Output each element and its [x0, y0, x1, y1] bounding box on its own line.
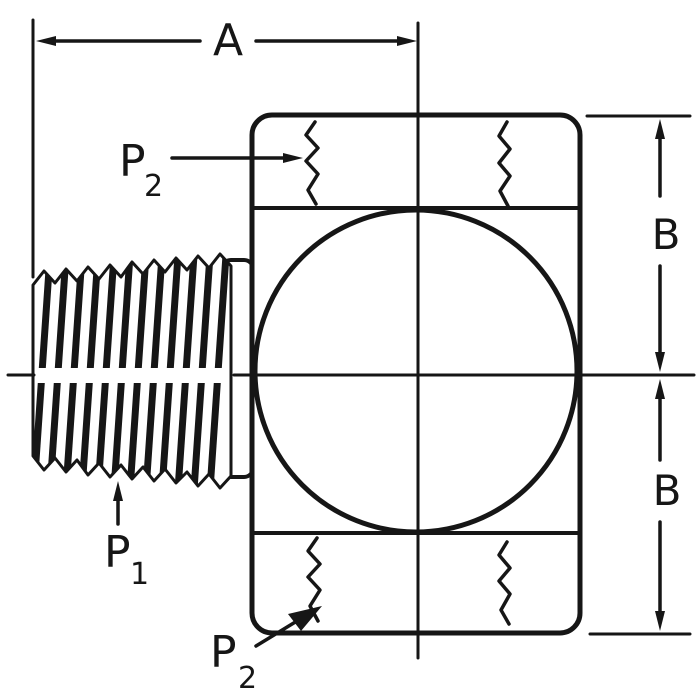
p2-lower-base: P [210, 627, 237, 678]
label-p1: P 1 [104, 481, 149, 592]
arrow-up-right-icon [288, 606, 322, 631]
arrow-down-icon [655, 611, 665, 631]
p2-upper-subscript: 2 [144, 169, 163, 204]
arrow-right-icon [397, 36, 417, 46]
arrow-down-icon [655, 352, 665, 372]
dim-b-upper-label: B [652, 210, 681, 259]
dim-b-lower-label: B [653, 466, 682, 515]
bore-circle [252, 207, 580, 535]
arrow-left-icon [36, 36, 56, 46]
internal-thread-symbol-top-right [497, 120, 512, 208]
internal-thread-symbol-top-left [304, 120, 320, 206]
dimension-b-lower: B [588, 379, 692, 636]
dimension-a: A [31, 15, 417, 279]
label-p2-lower: P 2 [210, 606, 322, 696]
p2-lower-leader-line [254, 619, 299, 648]
internal-thread-symbol-bottom-left [306, 536, 322, 623]
dimension-b-upper: B [585, 114, 692, 372]
arrow-up-icon [655, 379, 665, 399]
label-p2-upper: P 2 [119, 136, 303, 204]
dim-a-label: A [213, 15, 243, 66]
arrow-up-icon [655, 119, 665, 139]
p1-subscript: 1 [130, 557, 149, 592]
p1-base: P [104, 527, 131, 578]
arrow-right-icon [283, 153, 303, 163]
internal-thread-symbol-bottom-right [497, 540, 512, 626]
thread-centerline-gap [36, 368, 229, 383]
arrow-up-icon [113, 481, 123, 501]
male-thread-p1 [31, 252, 233, 490]
p2-lower-subscript: 2 [238, 661, 257, 696]
p2-upper-base: P [119, 136, 146, 187]
